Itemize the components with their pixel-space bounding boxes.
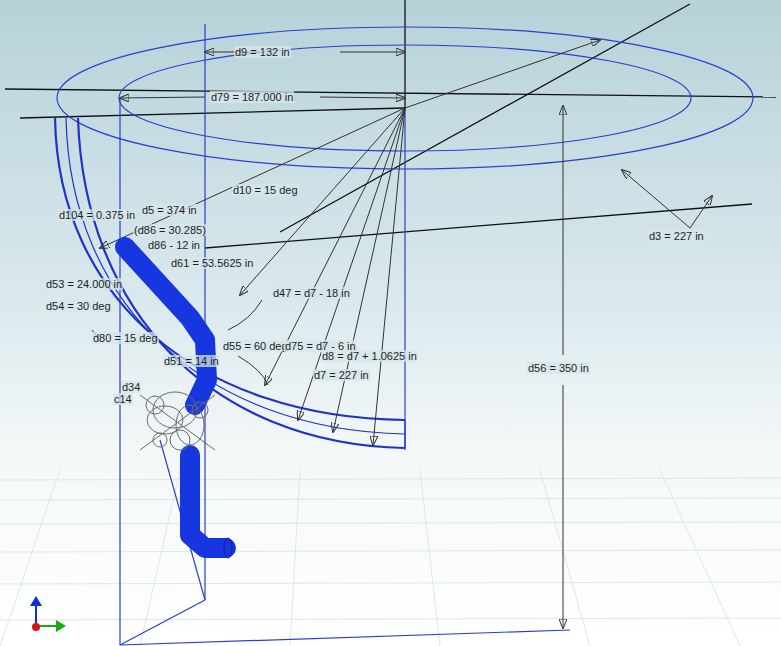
dimension-label: d104 = 0.375 in [58,209,136,221]
dimension-label: d3 = 227 in [648,230,705,242]
dimension-label: d80 = 15 deg [92,332,159,344]
dimension-label: d34 [121,381,141,393]
dimension-label: (d86 = 30.285) [133,224,207,236]
dimension-label: d56 = 350 in [527,362,590,374]
dimension-label: d8 = d7 + 1.0625 in [321,350,418,362]
dimension-label: c14 [113,393,133,405]
dimension-label: d47 = d7 - 18 in [272,287,351,299]
dimension-label: d5 = 374 in [141,204,198,216]
dimension-label: d55 = 60 deg [222,340,289,352]
dimension-label: d79 = 187.000 in [210,91,294,103]
dimension-label: d51 = 14 in [163,355,220,367]
dimension-label: d54 = 30 deg [45,300,112,312]
dimension-label: d10 = 15 deg [232,184,299,196]
dimension-label: d7 = 227 in [313,369,370,381]
dimension-label: d53 = 24.000 in [45,278,123,290]
dimension-label: d86 - 12 in [147,239,201,251]
dimension-label: d61 = 53.5625 in [170,257,254,269]
dimension-label: d9 = 132 in [234,46,291,58]
